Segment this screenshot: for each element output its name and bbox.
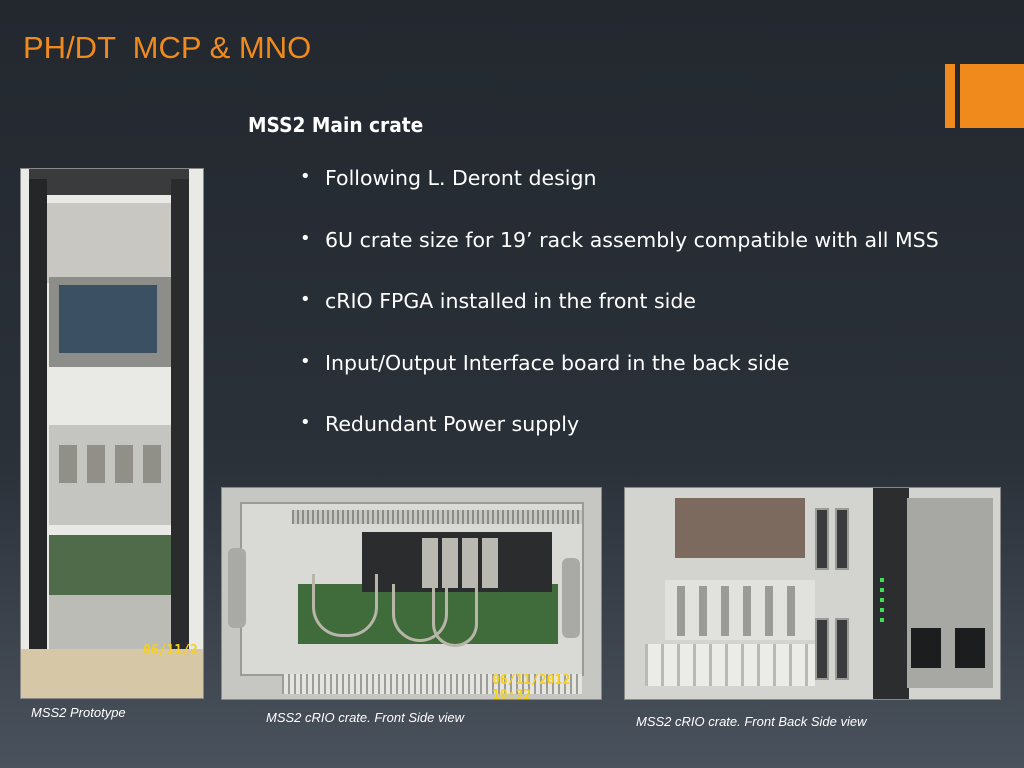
rack-post-right <box>171 179 189 698</box>
rack-front-panel <box>47 203 171 283</box>
bullet-dot-icon: • <box>300 289 311 310</box>
card-slot <box>787 586 795 636</box>
crio-module <box>442 538 458 588</box>
crate-handle-right <box>562 558 580 638</box>
crio-module <box>462 538 478 588</box>
bullet-dot-icon: • <box>300 350 311 372</box>
bullet-dot-icon: • <box>300 227 311 249</box>
photo-caption: MSS2 Prototype <box>31 705 126 720</box>
card-slot <box>743 586 751 636</box>
crate-slot <box>87 445 105 483</box>
crate-frame <box>240 502 584 694</box>
bottom-rail <box>282 674 582 694</box>
status-led <box>880 608 884 612</box>
psu-display <box>955 628 985 668</box>
crio-module <box>422 538 438 588</box>
prototype-rack-photo: 06/11/2 <box>20 168 204 699</box>
bullet-dot-icon: • <box>300 166 311 187</box>
d-sub-connector <box>815 508 829 570</box>
bullet-text: Following L. Deront design <box>325 166 597 190</box>
front-view-photo: 06/11/2012 10:32 <box>221 487 602 700</box>
status-led <box>880 588 884 592</box>
crate-slot <box>59 445 77 483</box>
status-led <box>880 618 884 622</box>
photo-caption: MSS2 cRIO crate. Front Side view <box>266 710 464 725</box>
crate-slot <box>143 445 161 483</box>
back-view-photo <box>624 487 1001 700</box>
cable-bundle <box>49 535 171 595</box>
bullet-text: Input/Output Interface board in the back… <box>325 350 790 375</box>
card-slot <box>765 586 773 636</box>
photo-timestamp: 06/11/2 <box>143 643 198 658</box>
psu-display <box>911 628 941 668</box>
rack-post-left <box>29 179 47 698</box>
cable-tray <box>645 644 815 686</box>
accent-bar-wide <box>960 64 1024 128</box>
bullet-text: Redundant Power supply <box>325 412 580 436</box>
vent-grid <box>292 510 582 524</box>
interface-box <box>675 498 805 558</box>
slide-title: PH/DT MCP & MNO <box>23 30 312 65</box>
rack-top <box>29 169 189 195</box>
crate-slot <box>115 445 133 483</box>
bullet-item: • Redundant Power supply <box>300 412 939 474</box>
bullet-item: • Following L. Deront design <box>300 166 939 228</box>
card-slot <box>721 586 729 636</box>
card-slot <box>677 586 685 636</box>
status-led <box>880 578 884 582</box>
d-sub-connector <box>835 618 849 680</box>
bullet-item: • 6U crate size for 19’ rack assembly com… <box>300 228 939 290</box>
crate-handle-left <box>228 548 246 628</box>
crio-module <box>482 538 498 588</box>
bullet-text: 6U crate size for 19’ rack assembly comp… <box>325 227 939 252</box>
photo-timestamp: 06/11/2012 10:32 <box>492 673 571 700</box>
power-bay <box>873 488 909 699</box>
bullet-item: • cRIO FPGA installed in the front side <box>300 289 939 351</box>
photo-caption: MSS2 cRIO crate. Front Back Side view <box>636 714 867 729</box>
monitor-screen <box>59 285 157 353</box>
bullet-item: • Input/Output Interface board in the bac… <box>300 351 939 413</box>
floor <box>21 649 203 698</box>
cable <box>312 574 378 637</box>
d-sub-connector <box>835 508 849 570</box>
accent-bar-thin <box>945 64 955 128</box>
bullet-list: • Following L. Deront design • 6U crate si… <box>300 166 939 474</box>
status-led <box>880 598 884 602</box>
d-sub-connector <box>815 618 829 680</box>
card-slot <box>699 586 707 636</box>
bullet-text: cRIO FPGA installed in the front side <box>325 289 696 313</box>
cable <box>432 584 478 647</box>
bullet-dot-icon: • <box>300 412 311 433</box>
section-heading: MSS2 Main crate <box>248 113 424 137</box>
